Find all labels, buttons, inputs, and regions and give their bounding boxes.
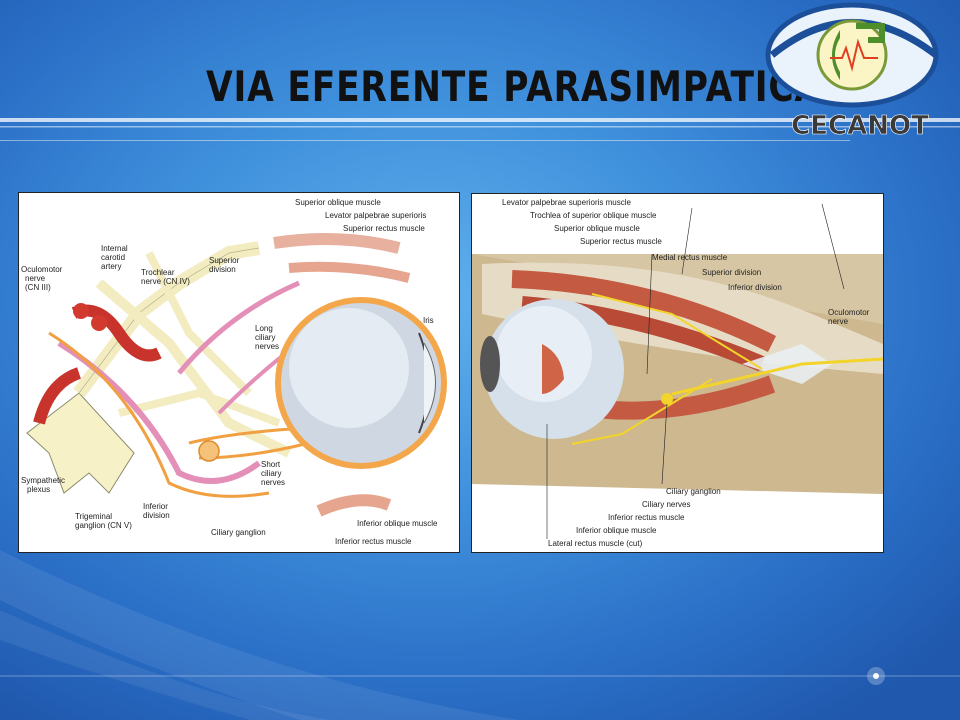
lbl-r-trochlea: Trochlea of superior oblique muscle	[530, 211, 657, 220]
lbl-oculomotor-2: nerve	[25, 274, 46, 283]
lbl-inferior-division-2: division	[143, 511, 170, 520]
lbl-inferior-oblique: Inferior oblique muscle	[357, 519, 438, 528]
lbl-inferior-division: Inferior	[143, 502, 168, 511]
lbl-r-lateral-rectus: Lateral rectus muscle (cut)	[548, 539, 643, 548]
lbl-r-superior-oblique: Superior oblique muscle	[554, 224, 640, 233]
lbl-iris: Iris	[423, 316, 434, 325]
lbl-internal-carotid-3: artery	[101, 262, 121, 271]
lbl-short-ciliary-3: nerves	[261, 478, 285, 487]
lbl-long-ciliary: Long	[255, 324, 273, 333]
lbl-trigeminal: Trigeminal	[75, 512, 112, 521]
slide-title: VIA EFERENTE PARASIMPATICA	[206, 62, 822, 111]
lbl-superior-oblique: Superior oblique muscle	[295, 198, 381, 207]
lbl-sympathetic: Sympathetic	[21, 476, 65, 485]
lbl-superior-rectus: Superior rectus muscle	[343, 224, 425, 233]
lbl-r-ciliary-nerves: Ciliary nerves	[642, 500, 690, 509]
lbl-ciliary-ganglion: Ciliary ganglion	[211, 528, 266, 537]
lbl-superior-division: Superior	[209, 256, 240, 265]
logo-text: CECANOT	[791, 111, 929, 141]
lbl-short-ciliary-2: ciliary	[261, 469, 281, 478]
lbl-long-ciliary-3: nerves	[255, 342, 279, 351]
lbl-long-ciliary-2: ciliary	[255, 333, 275, 342]
lbl-r-medial-rectus: Medial rectus muscle	[652, 253, 728, 262]
lbl-trochlear-2: nerve (CN IV)	[141, 277, 190, 286]
lbl-superior-division-2: division	[209, 265, 236, 274]
lbl-r-inferior-division: Inferior division	[728, 283, 782, 292]
lbl-oculomotor: Oculomotor	[21, 265, 63, 274]
right-anatomy-diagram: Levator palpebrae superioris muscle Troc…	[471, 193, 884, 553]
lbl-r-ciliary-ganglion: Ciliary ganglion	[666, 487, 721, 496]
lbl-internal-carotid: Internal	[101, 244, 128, 253]
lbl-short-ciliary: Short	[261, 460, 281, 469]
lbl-r-oculomotor-2: nerve	[828, 317, 849, 326]
lbl-oculomotor-3: (CN III)	[25, 283, 51, 292]
lbl-levator: Levator palpebrae superioris	[325, 211, 426, 220]
left-anatomy-diagram: Superior oblique muscle Levator palpebra…	[18, 192, 460, 553]
lbl-r-oculomotor: Oculomotor	[828, 308, 870, 317]
lbl-r-inferior-rectus: Inferior rectus muscle	[608, 513, 685, 522]
lbl-r-superior-division: Superior division	[702, 268, 761, 277]
lbl-internal-carotid-2: carotid	[101, 253, 125, 262]
lbl-sympathetic-2: plexus	[27, 485, 50, 494]
lbl-trigeminal-2: ganglion (CN V)	[75, 521, 132, 530]
lbl-r-inferior-oblique: Inferior oblique muscle	[576, 526, 657, 535]
lbl-r-levator: Levator palpebrae superioris muscle	[502, 198, 632, 207]
lbl-inferior-rectus: Inferior rectus muscle	[335, 537, 412, 546]
cecanot-logo: CECANOT	[765, 2, 939, 141]
lbl-r-superior-rectus: Superior rectus muscle	[580, 237, 662, 246]
lbl-trochlear: Trochlear	[141, 268, 175, 277]
